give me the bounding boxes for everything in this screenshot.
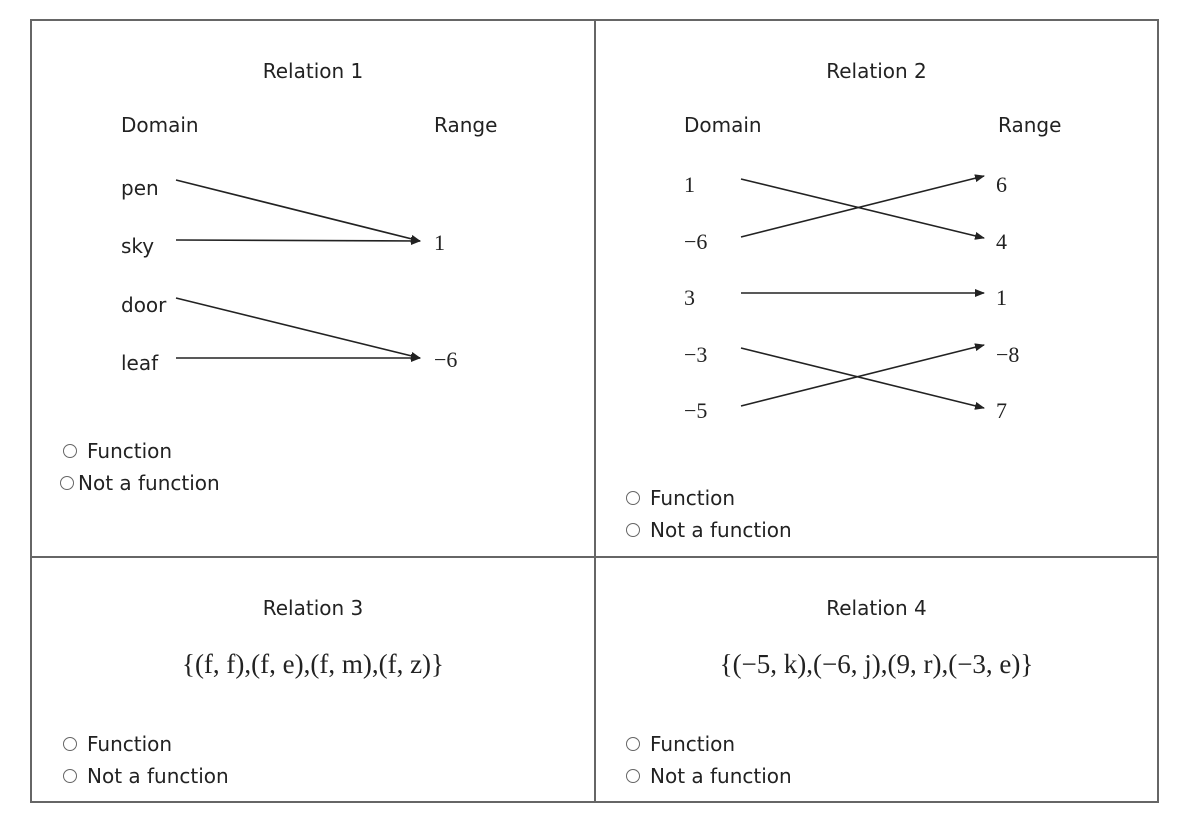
relation-1-domain-item: door — [121, 293, 167, 317]
relation-2-mapping-arrows — [740, 174, 985, 410]
relation-2-range-item: −8 — [996, 342, 1020, 367]
relation-1-range-item: 1 — [434, 230, 445, 255]
radio-button-icon[interactable] — [626, 769, 640, 783]
relation-4-option-not-function[interactable]: Not a function — [626, 760, 792, 792]
relation-1-panel: Relation 1 Domain Range pen sky door lea… — [32, 21, 594, 556]
relation-4-panel: Relation 4 {(−5, k),(−6, j),(9, r),(−3, … — [596, 558, 1157, 801]
radio-button-icon[interactable] — [63, 737, 77, 751]
relation-1-option-function[interactable]: Function — [63, 435, 220, 467]
relation-1-domain-header: Domain — [121, 113, 199, 137]
relation-1-option-not-function[interactable]: Not a function — [60, 467, 220, 499]
radio-button-icon[interactable] — [626, 491, 640, 505]
relation-1-range-item: −6 — [434, 347, 458, 372]
relation-2-range-item: 1 — [996, 285, 1007, 310]
relation-2-option-function[interactable]: Function — [626, 482, 792, 514]
relation-2-arrow — [740, 343, 985, 407]
relation-1-arrow — [175, 297, 421, 360]
option-label: Function — [87, 439, 173, 463]
relation-2-range-header: Range — [998, 113, 1062, 137]
relation-4-title: Relation 4 — [826, 596, 927, 620]
relation-1-options: Function Not a function — [60, 435, 220, 499]
radio-button-icon[interactable] — [626, 523, 640, 537]
relation-4-options: Function Not a function — [626, 728, 792, 792]
option-label: Function — [650, 732, 736, 756]
relation-1-domain-item: pen — [121, 176, 159, 200]
relation-3-option-function[interactable]: Function — [63, 728, 229, 760]
relation-2-title: Relation 2 — [826, 59, 927, 83]
relation-2-range-item: 6 — [996, 172, 1007, 197]
relation-2-domain-item: −6 — [684, 229, 708, 254]
radio-button-icon[interactable] — [626, 737, 640, 751]
relation-2-panel: Relation 2 Domain Range 1 −6 3 −3 −5 6 4… — [596, 21, 1157, 556]
relation-2-arrow — [740, 178, 985, 240]
relation-3-set-notation: {(f, f),(f, e),(f, m),(f, z)} — [181, 649, 445, 679]
option-label: Function — [650, 486, 736, 510]
relation-1-title: Relation 1 — [262, 59, 364, 83]
relation-2-domain-item: 1 — [684, 172, 695, 197]
option-label: Not a function — [650, 518, 792, 542]
relation-4-option-function[interactable]: Function — [626, 728, 792, 760]
relation-2-domain-header: Domain — [684, 113, 762, 137]
relation-2-options: Function Not a function — [626, 482, 792, 546]
relation-2-range-item: 7 — [996, 398, 1007, 423]
relation-4-set-notation: {(−5, k),(−6, j),(9, r),(−3, e)} — [719, 649, 1034, 679]
relation-2-range-item: 4 — [996, 229, 1007, 254]
radio-button-icon[interactable] — [60, 476, 74, 490]
radio-button-icon[interactable] — [63, 444, 77, 458]
relation-2-domain-item: −3 — [684, 342, 708, 367]
radio-button-icon[interactable] — [63, 769, 77, 783]
relation-1-range-header: Range — [434, 113, 498, 137]
relation-1-domain-item: sky — [121, 234, 155, 258]
relation-3-panel: Relation 3 {(f, f),(f, e),(f, m),(f, z)}… — [32, 558, 594, 801]
relation-2-domain-item: −5 — [684, 398, 708, 423]
option-label: Not a function — [87, 764, 229, 788]
relation-2-option-not-function[interactable]: Not a function — [626, 514, 792, 546]
relation-2-domain-item: 3 — [684, 285, 695, 310]
relation-1-arrow — [175, 179, 421, 243]
option-label: Function — [87, 732, 173, 756]
grid-vertical-divider — [594, 19, 596, 803]
relation-3-options: Function Not a function — [63, 728, 229, 792]
relation-3-title: Relation 3 — [262, 596, 364, 620]
option-label: Not a function — [78, 471, 220, 495]
relation-1-domain-item: leaf — [121, 351, 159, 375]
relation-2-arrow — [740, 347, 985, 410]
relation-3-option-not-function[interactable]: Not a function — [63, 760, 229, 792]
relation-2-arrow — [740, 174, 985, 238]
relation-1-arrow — [175, 236, 421, 245]
option-label: Not a function — [650, 764, 792, 788]
relation-1-mapping-arrows — [175, 179, 421, 362]
